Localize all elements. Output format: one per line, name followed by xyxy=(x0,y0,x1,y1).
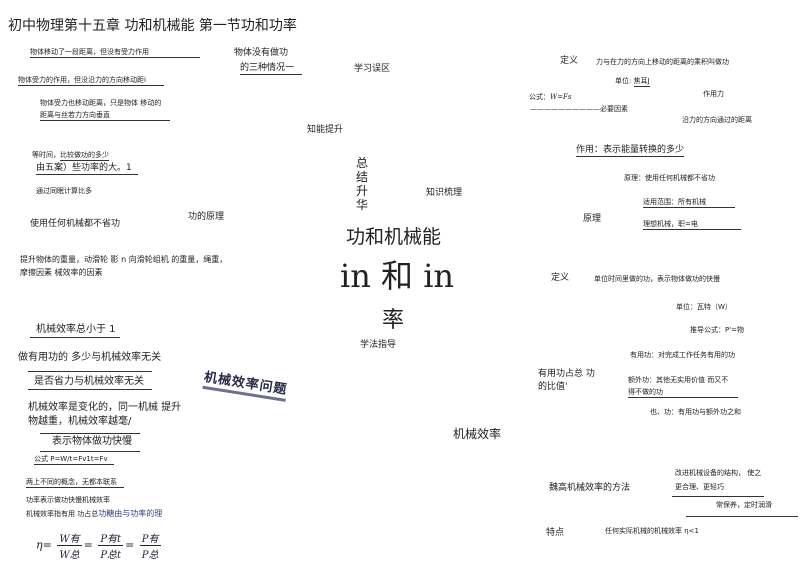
method-guide: 学法指导 xyxy=(360,340,397,350)
total-work: 也、功：有用功与额外功之和 xyxy=(650,408,741,416)
improve-method: 魏高机械效率的方法 xyxy=(549,483,631,493)
knowledge-sort: 知识梳理 xyxy=(426,188,463,198)
raise-factors-b: 摩擦因素 械效率的因素 xyxy=(20,268,103,277)
underline xyxy=(672,496,764,497)
work-principle: 功的原理 xyxy=(188,212,225,222)
center-big-in: in 和 in xyxy=(340,257,455,295)
principle-label: 原理 xyxy=(583,214,602,224)
note-no-move: 物体受力的作用，但没沿力的方向移动距i xyxy=(18,76,164,87)
feature-label: 特点 xyxy=(546,528,565,538)
variable-a: 机械效率是变化的，同一机械 提升 xyxy=(28,402,182,413)
feature-text: 任何实际机械的机械效率 η<1 xyxy=(605,527,699,535)
variable-b: 物越重，机械效率越毫/ xyxy=(28,416,132,427)
useful-ratio-b: 的比值' xyxy=(538,382,568,392)
center-rate: 率 xyxy=(382,308,405,333)
note-perp-b: 距离与丝若力方向垂直 xyxy=(40,111,170,122)
note-no-force: 物体移动了一段距离，但没有受力作用 xyxy=(30,48,200,59)
useful-ratio-a: 有用功占总 功 xyxy=(538,369,595,379)
no-work-cases-a: 物体没有做功 xyxy=(234,48,289,58)
work-amount: 做有用功的 多少与机械效率无关 xyxy=(18,352,162,363)
power-def-label: 定义 xyxy=(551,273,570,283)
work-effect: 作用：表示能量转换的多少 xyxy=(576,145,685,158)
force-act: 作用力 xyxy=(703,90,724,98)
page-title: 初中物理第十五章 功和机械能 第一节功和功率 xyxy=(8,18,297,34)
center-main-title: 功和机械能 xyxy=(346,226,442,248)
useful-work: 有用功：对完成工作任务有用的功 xyxy=(630,351,735,359)
speed-note: 表示物体做功快慢 xyxy=(52,436,132,447)
improve-a: 改进机械设备的结构， 使之 xyxy=(675,469,762,477)
underline xyxy=(40,433,140,434)
power-formula: 公式 P=W/t=Fv1t=Fv xyxy=(34,455,114,466)
no-work-cases-b: 的三种情况一 xyxy=(240,63,302,76)
extra-work-b: 得不做的功 xyxy=(628,388,738,399)
work-formula: 公式：W=Fs xyxy=(529,93,572,101)
work-def-text: 力与在力的方向上移动的距离的乘积叫做功 xyxy=(596,58,729,66)
power-def-text: 单位时间里做的功，表示物体做功的快慢 xyxy=(594,275,720,283)
by-time: 通过同眠计算比多 xyxy=(36,187,92,195)
same-time: 等时间，比较做功的多少 xyxy=(32,151,109,161)
diff-concepts: 两上不同的概念，无都本联系 xyxy=(26,478,124,489)
maintain: 常保养，定时润滑 xyxy=(716,501,772,509)
eff-less-than-1: 机械效率总小于 1 xyxy=(36,324,116,335)
power-def: 功率表示做功快慢机械效率 xyxy=(26,496,110,504)
study-misconceptions: 学习误区 xyxy=(354,64,391,74)
underline xyxy=(28,389,152,390)
summary-vertical: 总 结 升 华 xyxy=(356,156,369,212)
center-efficiency: 机械效率 xyxy=(453,427,502,441)
power-unit: 单位：瓦特（W） xyxy=(676,303,732,311)
no-save-work: 使用任何机械都不省功 xyxy=(30,219,121,229)
save-effort: 是否省力与机械效率无关 xyxy=(34,376,144,387)
raise-factors-a: 提升物体的重量，动滑轮 影 n 向滑轮组机 的重量，绳重， xyxy=(20,255,228,264)
improve-b: 更合理、更轻巧 xyxy=(675,483,724,491)
ability-improve: 知能提升 xyxy=(307,125,344,135)
extra-work-a: 额外功：其他无实用价值 而又不 xyxy=(628,376,729,384)
efficiency-stamp: 机械效率问题 xyxy=(203,366,289,398)
note-perp-a: 物体受力也移动距离，只是物体 移动的 xyxy=(40,99,162,107)
scope: 适用范围：所有机械 xyxy=(643,198,735,209)
underline xyxy=(686,516,798,517)
ideal-machine: 理想机械，职=电 xyxy=(643,220,741,231)
principle-text: 原理：使用任何机械都不省功 xyxy=(624,174,715,182)
eff-def: 机械效率指有用 功占总功糖由与功率的理 xyxy=(26,509,163,518)
by-five: 由五案）些功率的大。1 xyxy=(36,163,138,176)
derive-formula: 推导公式：P'=物 xyxy=(690,326,745,334)
underline xyxy=(28,371,152,372)
underline xyxy=(30,337,120,338)
work-def-label: 定义 xyxy=(560,56,579,66)
dir-distance: 沿力的方向通过的距离 xyxy=(682,116,752,124)
work-unit: 单位: 焦耳J xyxy=(615,77,650,87)
underline xyxy=(40,451,140,452)
necessary-factors: ——————————必要因素 xyxy=(530,105,628,113)
